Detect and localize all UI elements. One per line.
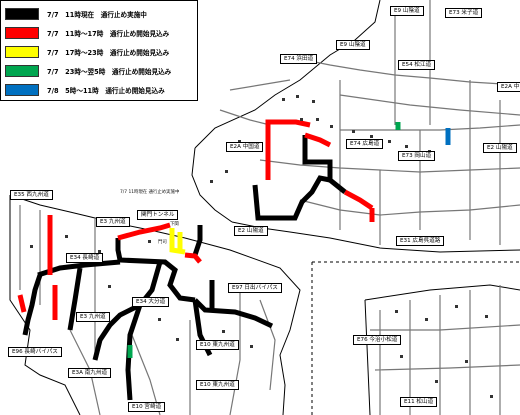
honshu-south-coast: [231, 221, 520, 253]
honshu-north-coast: [194, 0, 381, 149]
legend-label: 7/7 11時現在 通行止め実施中: [47, 11, 147, 19]
route-label-e54: E54 松江道: [398, 60, 436, 70]
dashed-border: [311, 261, 520, 415]
route-label-e2: E2 山陽道: [483, 143, 517, 153]
legend-item: 7/7 23時～翌5時 通行止め開始見込み: [5, 64, 171, 78]
legend-item: 7/7 17時～23時 通行止め開始見込み: [5, 45, 169, 59]
route-label-e3: E3 九州道: [96, 217, 130, 227]
closure-yellow-routes: [169, 228, 186, 255]
route-label-e9b: E9 山陰道: [336, 40, 370, 50]
route-label-e2a: E2A 中国道: [226, 142, 264, 152]
legend-label: 7/7 11時～17時 通行止め開始見込み: [47, 30, 170, 38]
route-label-e10b: E10 東九州道: [196, 380, 239, 390]
route-label-e96: E96 長崎バイパス: [8, 347, 62, 357]
route-label-e2a-ne: E2A 中: [497, 82, 520, 92]
route-label-e97: E97 日出バイパス: [228, 283, 282, 293]
legend-swatch-yellow: [5, 46, 39, 58]
closure-green-routes: [127, 122, 401, 358]
map-note: 7/7 11時現在 通行止め実施中: [120, 190, 180, 195]
route-label-e73b: E73 岡山道: [398, 151, 436, 161]
route-label-e10c: E10 宮崎道: [128, 402, 166, 412]
closure-black-routes: [22, 135, 347, 401]
place-label: 門司: [158, 240, 167, 245]
route-label-e9: E9 山陰道: [390, 6, 424, 16]
route-label-e74b: E74 広島道: [346, 139, 384, 149]
legend-item: 7/7 11時現在 通行止め実施中: [5, 7, 147, 21]
route-label-e3b: E3 九州道: [76, 312, 110, 322]
legend-swatch-black: [5, 8, 39, 20]
route-label-kanmon: 関門トンネル: [137, 210, 179, 220]
legend-swatch-blue: [5, 84, 39, 96]
legend-item: 7/8 5時～11時 通行止め開始見込み: [5, 83, 165, 97]
route-label-e34: E34 長崎道: [66, 253, 104, 263]
interchange-marks: [30, 95, 493, 398]
honshu-west-tip: [191, 147, 233, 223]
route-label-e73: E73 米子道: [445, 8, 483, 18]
legend-swatch-red: [5, 27, 39, 39]
legend-label: 7/8 5時～11時 通行止め開始見込み: [47, 87, 165, 95]
shikoku-outline: [364, 284, 520, 415]
route-label-e11: E11 松山道: [400, 397, 438, 407]
place-label: 下関: [170, 222, 179, 227]
route-label-e74: E74 浜田道: [280, 54, 318, 64]
route-label-e34b: E34 大分道: [132, 297, 170, 307]
closure-red-routes: [17, 119, 375, 320]
route-label-e31: E31 広島呉道路: [396, 236, 445, 246]
legend: 7/7 11時現在 通行止め実施中 7/7 11時～17時 通行止め開始見込み …: [0, 0, 198, 101]
route-label-e3a: E3A 南九州道: [68, 368, 112, 378]
legend-label: 7/7 23時～翌5時 通行止め開始見込み: [47, 68, 172, 76]
route-label-e76: E76 今治小松道: [353, 335, 402, 345]
legend-label: 7/7 17時～23時 通行止め開始見込み: [47, 49, 170, 57]
legend-swatch-green: [5, 65, 39, 77]
route-label-e2b: E2 山陽道: [234, 226, 268, 236]
kyushu-outline: [9, 195, 81, 415]
gray-road-network: [19, 0, 520, 415]
route-label-e35: E35 西九州道: [10, 190, 53, 200]
kyushu-east-coast: [184, 237, 301, 415]
legend-item: 7/7 11時～17時 通行止め開始見込み: [5, 26, 169, 40]
route-label-e10: E10 東九州道: [196, 340, 239, 350]
